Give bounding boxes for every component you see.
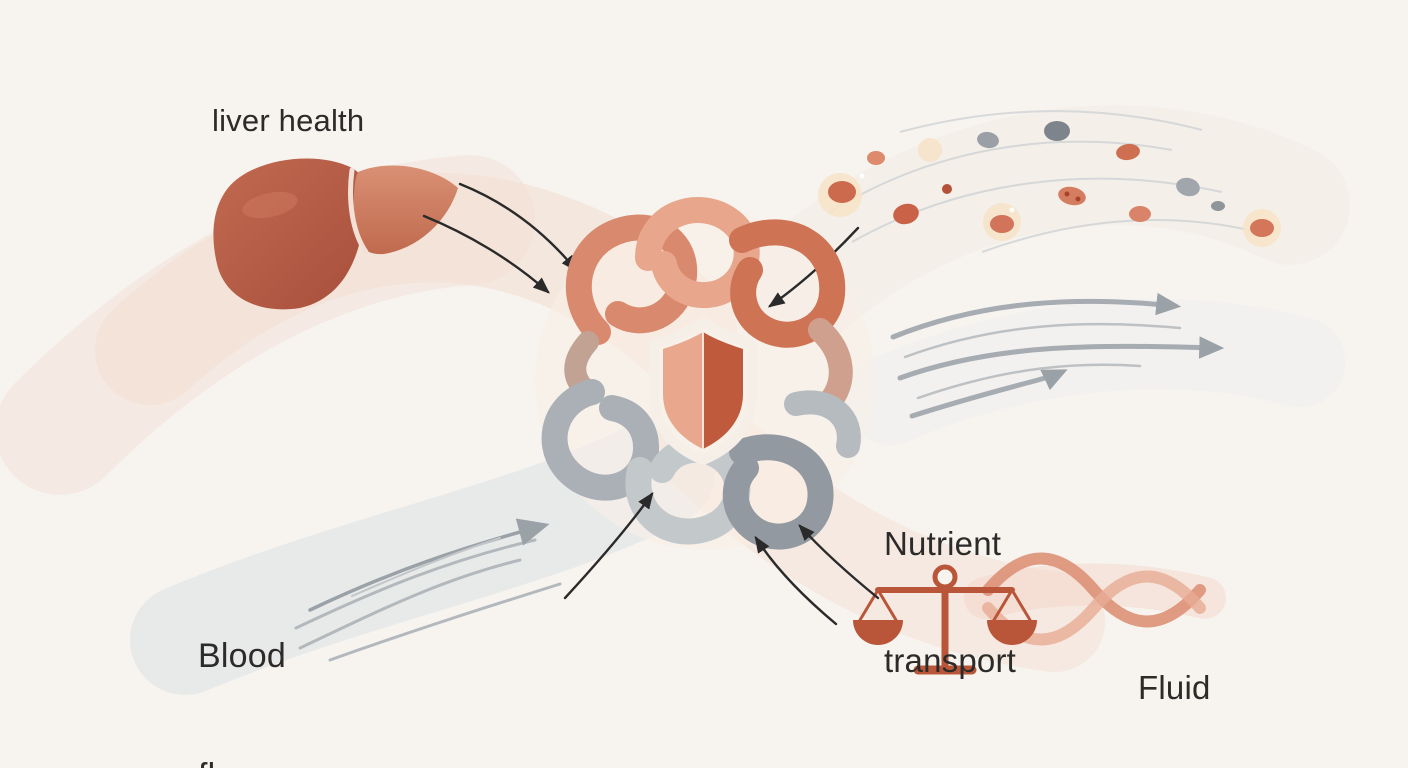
- liver-health-label: liver health: [212, 103, 365, 138]
- arrow-icon: [754, 535, 838, 626]
- bloodflow-to-center-arrow: [563, 491, 654, 600]
- arrow-icon: [563, 491, 654, 600]
- blood-flow-lines-icon: [294, 518, 562, 662]
- fluid-balance-label-line1: Fluid: [1138, 669, 1211, 706]
- arrow-icon: [798, 524, 880, 600]
- arrow-icon: [458, 182, 578, 272]
- nutrient-transport-label-line2: transport: [884, 642, 1017, 679]
- arrow-icon: [422, 214, 550, 294]
- arrow-icon: [767, 226, 860, 308]
- blood-flow-label-line2: flow: [198, 756, 286, 768]
- balance-to-center-arrows: [754, 524, 880, 626]
- nutrient-transport-label-line1: Nutrient: [884, 525, 1002, 562]
- balance-scale-icon: [853, 564, 1037, 675]
- flow-arrows-icon: [890, 292, 1225, 419]
- cells-to-center-arrow: [767, 226, 860, 308]
- fluid-balance-label: Fluid balance: [1138, 590, 1255, 768]
- blood-flow-label-line1: Blood: [198, 637, 286, 675]
- nutrient-transport-label: Nutrient transport: [884, 446, 1016, 758]
- liver-icon: [213, 158, 458, 310]
- liver-to-center-arrows: [422, 182, 578, 294]
- shield-icon: [649, 317, 757, 465]
- blood-flow-label: Blood flow: [198, 556, 286, 768]
- protein-ribbon-icon: [541, 197, 861, 550]
- blood-cells-icon: [818, 110, 1281, 253]
